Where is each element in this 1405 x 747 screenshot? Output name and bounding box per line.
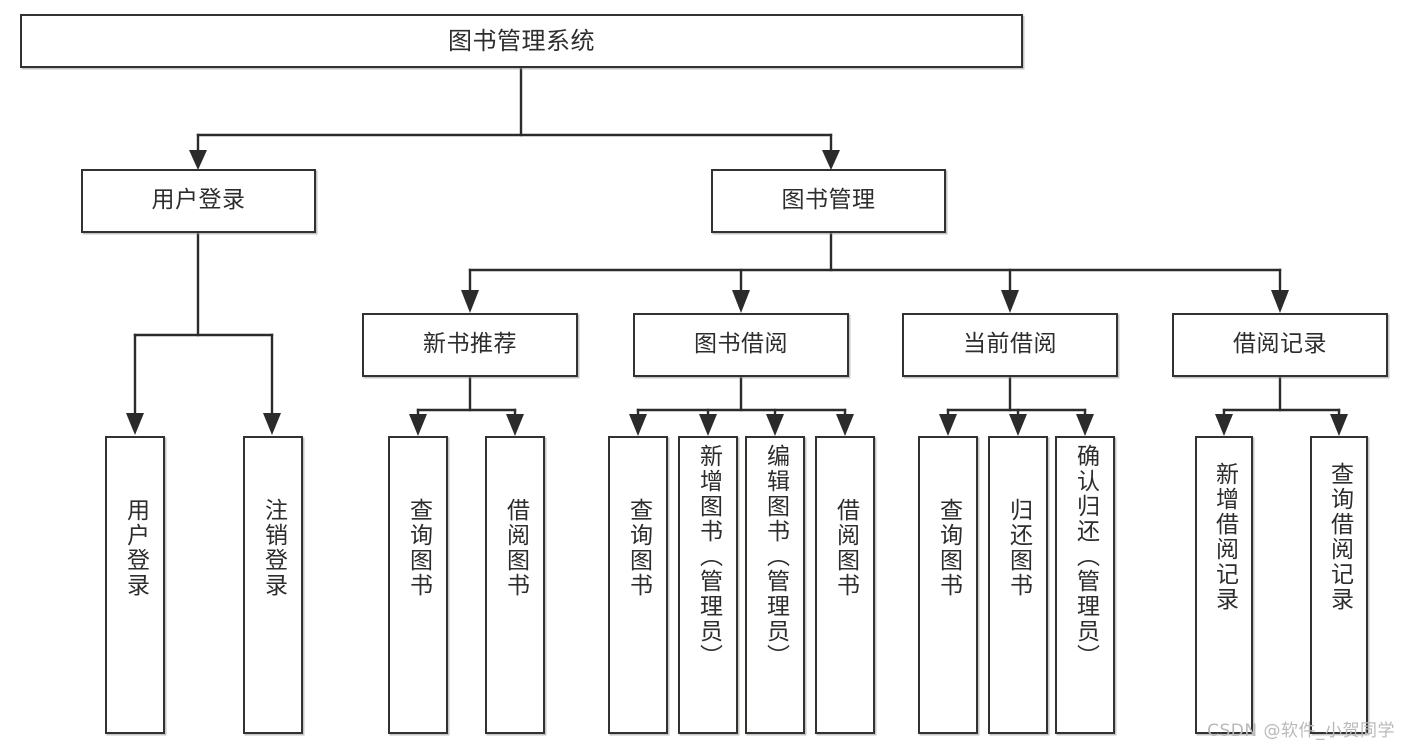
node-leaf-current-query-book-label: 查询图书 bbox=[935, 498, 962, 598]
node-leaf-logout[interactable]: 注销登录 bbox=[243, 436, 303, 734]
node-new-book-recommend-label: 新书推荐 bbox=[423, 331, 517, 358]
node-root-system[interactable]: 图书管理系统 bbox=[20, 14, 1023, 68]
connector-currentborrow-to-leaves bbox=[939, 375, 1094, 436]
node-book-borrow-label: 图书借阅 bbox=[694, 331, 788, 358]
connector-userlogin-to-leaves bbox=[126, 231, 281, 435]
node-leaf-newbook-borrow-book-label: 借阅图书 bbox=[502, 498, 529, 598]
node-leaf-borrow-borrow-book-label: 借阅图书 bbox=[832, 498, 859, 598]
node-leaf-borrow-query-book-label: 查询图书 bbox=[625, 498, 652, 598]
node-leaf-add-borrow-record[interactable]: 新增借阅记录 bbox=[1195, 436, 1253, 734]
node-current-borrow[interactable]: 当前借阅 bbox=[902, 313, 1118, 377]
node-leaf-edit-book-admin-label: 编辑图书（管理员） bbox=[762, 444, 789, 669]
node-borrow-record-label: 借阅记录 bbox=[1233, 331, 1327, 358]
node-leaf-user-login-label: 用户登录 bbox=[122, 498, 149, 598]
node-leaf-newbook-query-book-label: 查询图书 bbox=[405, 498, 432, 598]
node-book-management-label: 图书管理 bbox=[781, 187, 876, 214]
connector-borrowrecord-to-leaves bbox=[1215, 375, 1348, 436]
node-leaf-add-borrow-record-label: 新增借阅记录 bbox=[1211, 462, 1238, 612]
connector-root-to-level2 bbox=[189, 66, 840, 170]
node-leaf-newbook-borrow-book[interactable]: 借阅图书 bbox=[485, 436, 545, 734]
node-borrow-record[interactable]: 借阅记录 bbox=[1172, 313, 1388, 377]
node-leaf-borrow-query-book[interactable]: 查询图书 bbox=[608, 436, 668, 734]
node-leaf-user-login[interactable]: 用户登录 bbox=[105, 436, 165, 734]
node-root-system-label: 图书管理系统 bbox=[448, 26, 595, 55]
node-book-management[interactable]: 图书管理 bbox=[711, 169, 946, 233]
node-leaf-add-book-admin-label: 新增图书（管理员） bbox=[695, 444, 722, 669]
node-leaf-logout-label: 注销登录 bbox=[260, 498, 287, 598]
csdn-watermark: CSDN @软件_小贺同学 bbox=[1207, 721, 1395, 741]
node-leaf-add-book-admin[interactable]: 新增图书（管理员） bbox=[678, 436, 738, 734]
node-leaf-return-book[interactable]: 归还图书 bbox=[988, 436, 1048, 734]
connector-bookborrow-to-leaves bbox=[629, 375, 854, 436]
node-current-borrow-label: 当前借阅 bbox=[963, 331, 1057, 358]
node-leaf-confirm-return-admin[interactable]: 确认归还（管理员） bbox=[1055, 436, 1115, 734]
node-leaf-current-query-book[interactable]: 查询图书 bbox=[918, 436, 978, 734]
node-leaf-query-borrow-record[interactable]: 查询借阅记录 bbox=[1310, 436, 1368, 734]
node-book-borrow[interactable]: 图书借阅 bbox=[633, 313, 849, 377]
node-leaf-return-book-label: 归还图书 bbox=[1005, 498, 1032, 598]
node-new-book-recommend[interactable]: 新书推荐 bbox=[362, 313, 578, 377]
node-leaf-borrow-borrow-book[interactable]: 借阅图书 bbox=[815, 436, 875, 734]
node-leaf-confirm-return-admin-label: 确认归还（管理员） bbox=[1072, 444, 1099, 669]
connector-bookmgmt-to-level3 bbox=[461, 231, 1289, 313]
connector-newbook-to-leaves bbox=[409, 375, 524, 436]
node-leaf-newbook-query-book[interactable]: 查询图书 bbox=[388, 436, 448, 734]
node-leaf-edit-book-admin[interactable]: 编辑图书（管理员） bbox=[745, 436, 805, 734]
node-user-login-label: 用户登录 bbox=[151, 187, 246, 214]
node-leaf-query-borrow-record-label: 查询借阅记录 bbox=[1326, 462, 1353, 612]
node-user-login[interactable]: 用户登录 bbox=[81, 169, 316, 233]
